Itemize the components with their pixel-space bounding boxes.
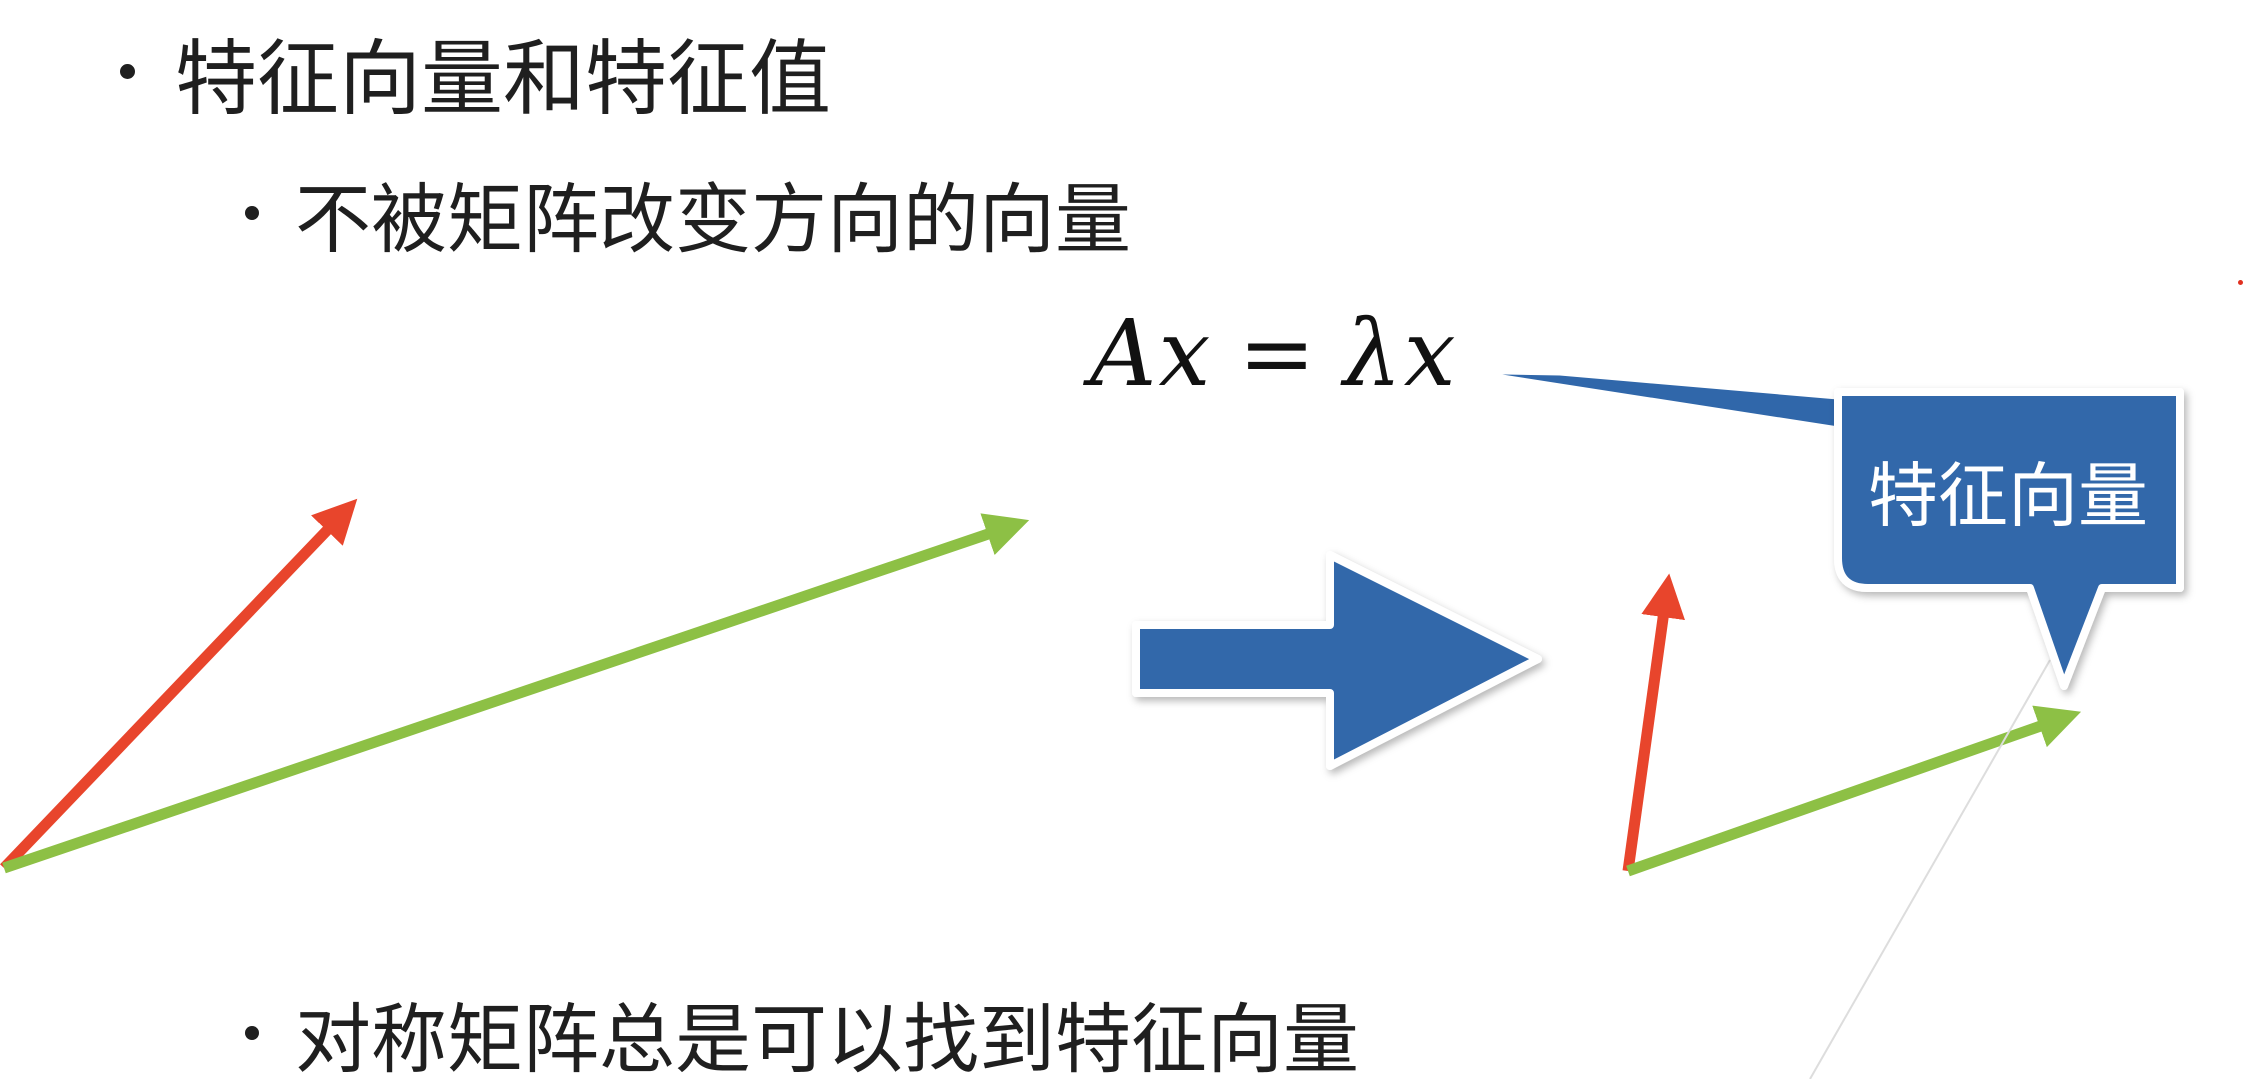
equation-lhs: Ax — [1090, 300, 1213, 407]
equation-sign: = — [1238, 300, 1318, 407]
bullet-dot-icon — [245, 206, 259, 220]
right-arrow-icon — [1132, 551, 1542, 770]
eigen-equation: Ax=λx — [1090, 300, 1458, 407]
callout-label: 特征向量 — [1868, 455, 2148, 537]
sub-bullet-text: 对称矩阵总是可以找到特征向量 — [295, 995, 1359, 1084]
green-vector-original — [2, 513, 1030, 874]
red-vector-transformed — [1622, 573, 1685, 872]
callout-box-icon — [1834, 388, 2184, 690]
slide-heading: 特征向量和特征值 — [175, 32, 832, 127]
bullet-dot-icon — [245, 1026, 259, 1040]
laser-pointer-dot — [2238, 280, 2243, 285]
red-vector-original — [0, 498, 358, 872]
bullet-level1: 特征向量和特征值 — [120, 12, 831, 131]
equation-rhs: λx — [1343, 300, 1458, 407]
bullet-level2-first: 不被矩阵改变方向的向量 — [245, 158, 1131, 268]
green-vector-transformed — [1626, 705, 2082, 877]
bullet-dot-icon — [120, 64, 135, 79]
sub-bullet-text: 不被矩阵改变方向的向量 — [295, 175, 1131, 264]
guide-line — [1809, 659, 2051, 1079]
callout-connector — [1446, 366, 1842, 434]
bullet-level2-second: 对称矩阵总是可以找到特征向量 — [245, 978, 1359, 1088]
